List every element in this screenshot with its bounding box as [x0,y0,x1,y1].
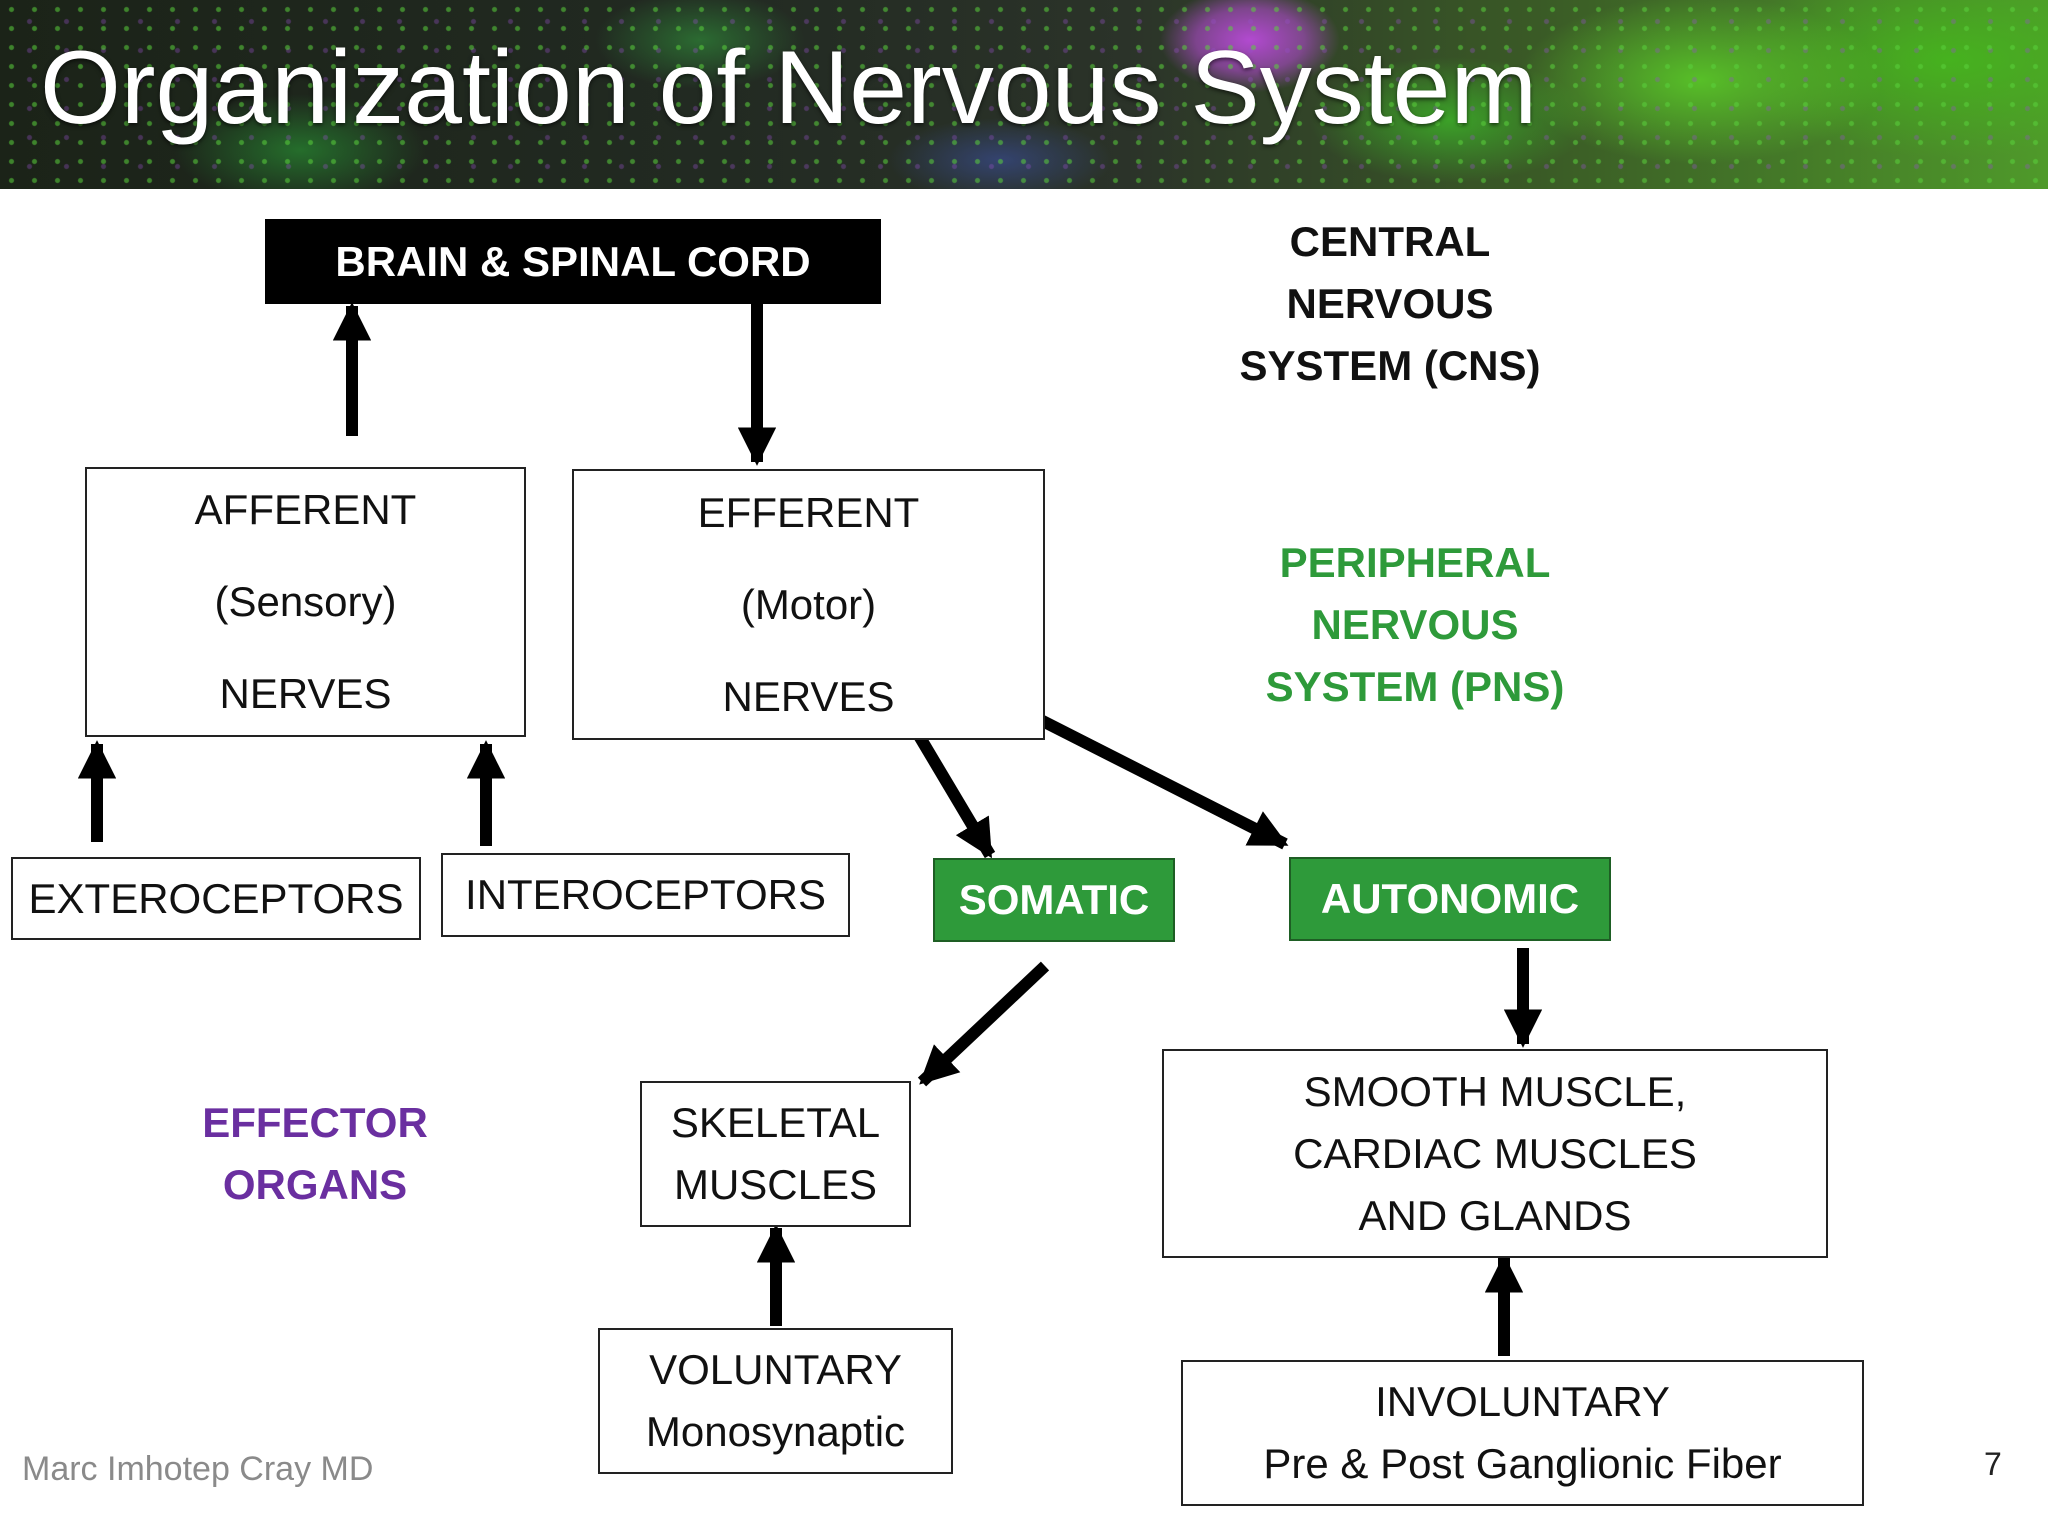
pns-label-line-3: SYSTEM (PNS) [1265,663,1565,710]
smooth-line-2: CARDIAC MUSCLES [1293,1129,1697,1177]
voluntary-line-2: Monosynaptic [645,1408,906,1455]
voluntary-line-1: VOLUNTARY [649,1346,902,1393]
somatic-box: SOMATIC [933,858,1175,942]
exteroceptors-box: EXTEROCEPTORS [11,857,421,940]
pns-label-line-1: PERIPHERAL [1279,539,1551,586]
cns-label: CENTRAL NERVOUS SYSTEM (CNS) [1180,211,1600,397]
efferent-line-3: NERVES [722,672,895,720]
author-footer: Marc Imhotep Cray MD [22,1450,374,1488]
efferent-line-2: (Motor) [740,580,877,628]
smooth-line-3: AND GLANDS [1358,1191,1632,1239]
arrow-efferent-to-somatic [912,730,996,859]
page-number: 7 [1984,1446,2002,1482]
voluntary-box: VOLUNTARY Monosynaptic [598,1328,953,1474]
arrow-somatic-to-skeletal [917,961,1050,1087]
efferent-nerves-box: EFFERENT (Motor) NERVES [572,469,1045,740]
afferent-nerves-box: AFFERENT (Sensory) NERVES [85,467,526,737]
banner-texture [0,0,2048,189]
title-banner: Organization of Nervous System [0,0,2048,189]
pns-label: PERIPHERAL NERVOUS SYSTEM (PNS) [1200,532,1630,718]
smooth-line-1: SMOOTH MUSCLE, [1303,1067,1687,1115]
smooth-cardiac-glands-box: SMOOTH MUSCLE, CARDIAC MUSCLES AND GLAND… [1162,1049,1828,1258]
skeletal-line-1: SKELETAL [670,1099,881,1146]
interoceptors-box: INTEROCEPTORS [441,853,850,937]
effector-label-line-1: EFFECTOR [202,1099,428,1146]
efferent-line-1: EFFERENT [697,488,920,536]
afferent-line-1: AFFERENT [194,486,417,533]
effector-label-line-2: ORGANS [222,1161,408,1208]
slide-title: Organization of Nervous System [40,30,1538,146]
skeletal-line-2: MUSCLES [673,1161,878,1208]
cns-label-line-1: CENTRAL [1289,218,1491,265]
pns-label-line-2: NERVOUS [1311,601,1519,648]
cns-label-line-3: SYSTEM (CNS) [1239,342,1541,389]
afferent-line-3: NERVES [219,670,392,717]
autonomic-box: AUTONOMIC [1289,857,1611,941]
afferent-line-2: (Sensory) [214,578,397,625]
effector-organs-label: EFFECTOR ORGANS [150,1092,480,1216]
involuntary-line-2: Pre & Post Ganglionic Fiber [1263,1440,1782,1487]
brain-spinal-cord-box: BRAIN & SPINAL CORD [265,219,881,304]
involuntary-line-1: INVOLUNTARY [1375,1378,1670,1425]
cns-label-line-2: NERVOUS [1286,280,1494,327]
skeletal-muscles-box: SKELETAL MUSCLES [640,1081,911,1227]
arrow-efferent-to-autonomic [1014,702,1289,850]
involuntary-box: INVOLUNTARY Pre & Post Ganglionic Fiber [1181,1360,1864,1506]
